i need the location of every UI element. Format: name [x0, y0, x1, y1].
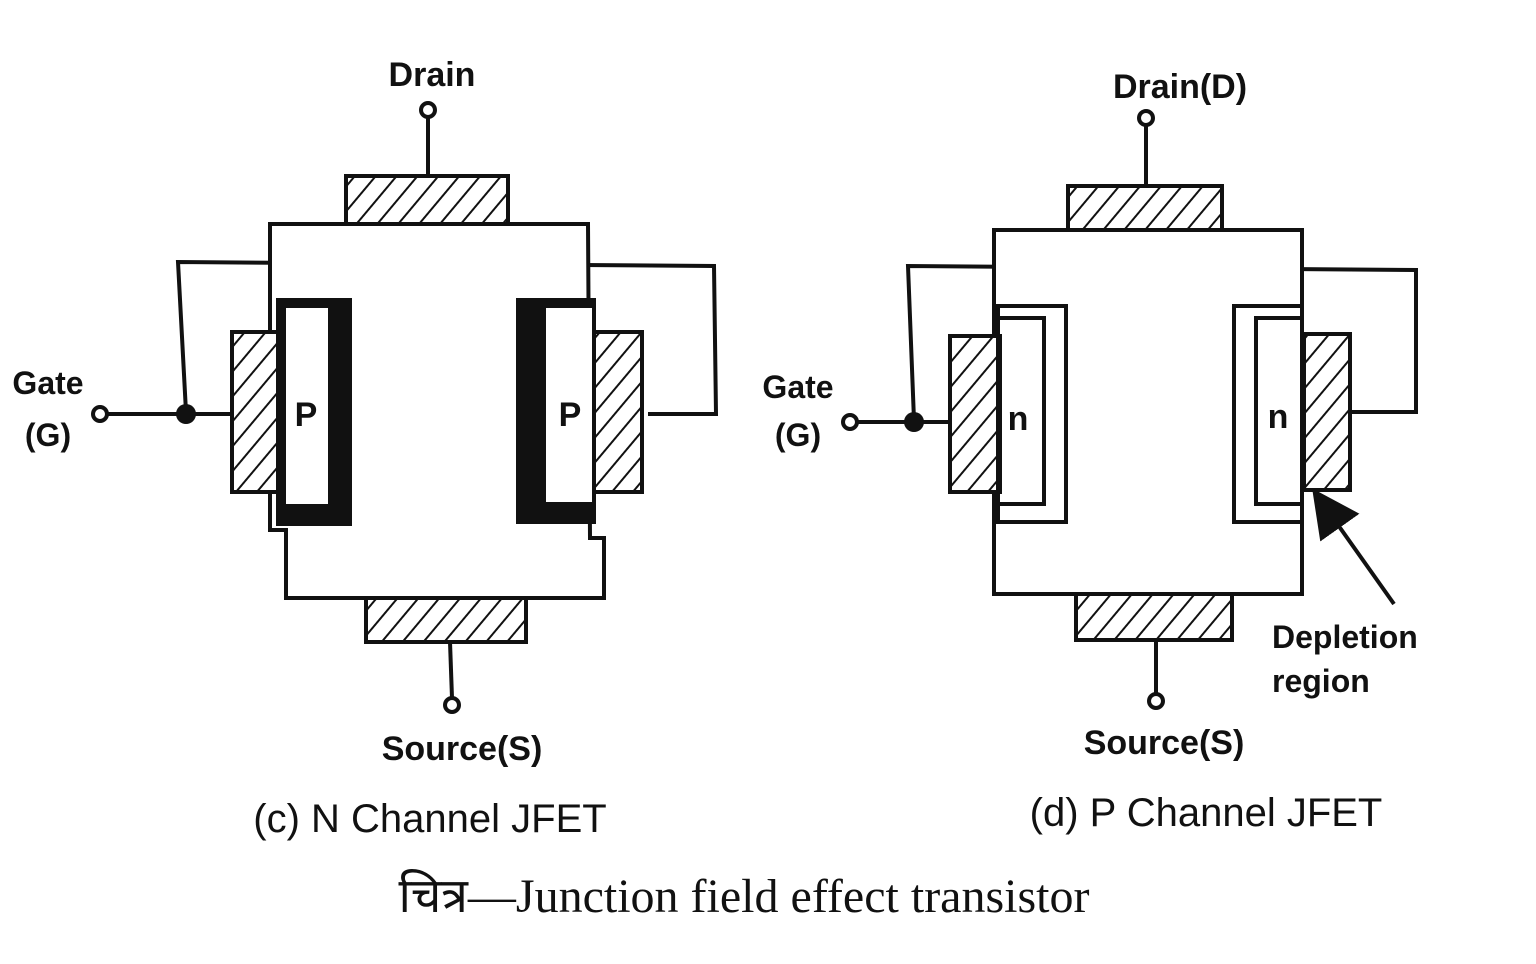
p-drain-label: Drain(D): [1113, 68, 1247, 106]
p-right-n-label: n: [1268, 398, 1289, 436]
depletion-region-arrow: [1312, 488, 1396, 606]
p-source-terminal: [1147, 692, 1165, 710]
depletion-label-line1: Depletion: [1272, 619, 1418, 655]
p-drain-terminal: [1137, 109, 1155, 127]
n-channel-caption: (c) N Channel JFET: [253, 797, 606, 841]
p-source-contact: [1074, 592, 1234, 642]
p-left-n-region: [996, 316, 1046, 506]
n-left-p-label: P: [295, 396, 318, 434]
n-source-label: Source(S): [382, 730, 543, 768]
n-drain-terminal: [419, 101, 437, 119]
n-right-p-label: P: [559, 396, 582, 434]
n-gate-label-line2: (G): [25, 417, 71, 453]
n-gate-terminal: [91, 405, 109, 423]
n-left-p-region-inner: [286, 308, 328, 504]
n-channel-jfet: Drain P P Gate (G) Source(S) (c) N Chann…: [12, 56, 719, 841]
p-gate-label-line2: (G): [775, 417, 821, 453]
p-gate-label-line1: Gate: [762, 369, 833, 405]
n-source-terminal: [443, 696, 461, 714]
depletion-label-line2: region: [1272, 663, 1370, 699]
n-right-gate-contact: [590, 330, 644, 494]
p-right-gate-contact: [1302, 332, 1352, 492]
figure-caption: चित्र—Junction field effect transistor: [398, 868, 1089, 923]
p-drain-contact: [1066, 184, 1224, 232]
p-left-gate-contact: [948, 334, 1002, 494]
p-gate-wire-loop: [905, 263, 1418, 421]
p-channel-caption: (d) P Channel JFET: [1030, 791, 1383, 835]
n-left-gate-contact: [230, 330, 284, 494]
p-left-n-label: n: [1008, 400, 1029, 438]
p-gate-junction-node: [904, 412, 924, 432]
n-gate-label-line1: Gate: [12, 365, 83, 401]
n-right-p-region-inner: [546, 308, 592, 502]
p-channel-jfet: Drain(D) n n Gate (G) Source(S) Depleti: [762, 68, 1418, 835]
n-gate-junction-node: [176, 404, 196, 424]
n-drain-label: Drain: [389, 56, 476, 94]
n-drain-contact: [344, 174, 510, 226]
n-gate-wire-loop: [175, 259, 719, 416]
p-gate-terminal: [841, 413, 859, 431]
n-source-contact: [364, 596, 528, 644]
p-source-label: Source(S): [1084, 724, 1245, 762]
n-source-lead: [448, 641, 454, 699]
p-right-n-region: [1254, 316, 1304, 506]
